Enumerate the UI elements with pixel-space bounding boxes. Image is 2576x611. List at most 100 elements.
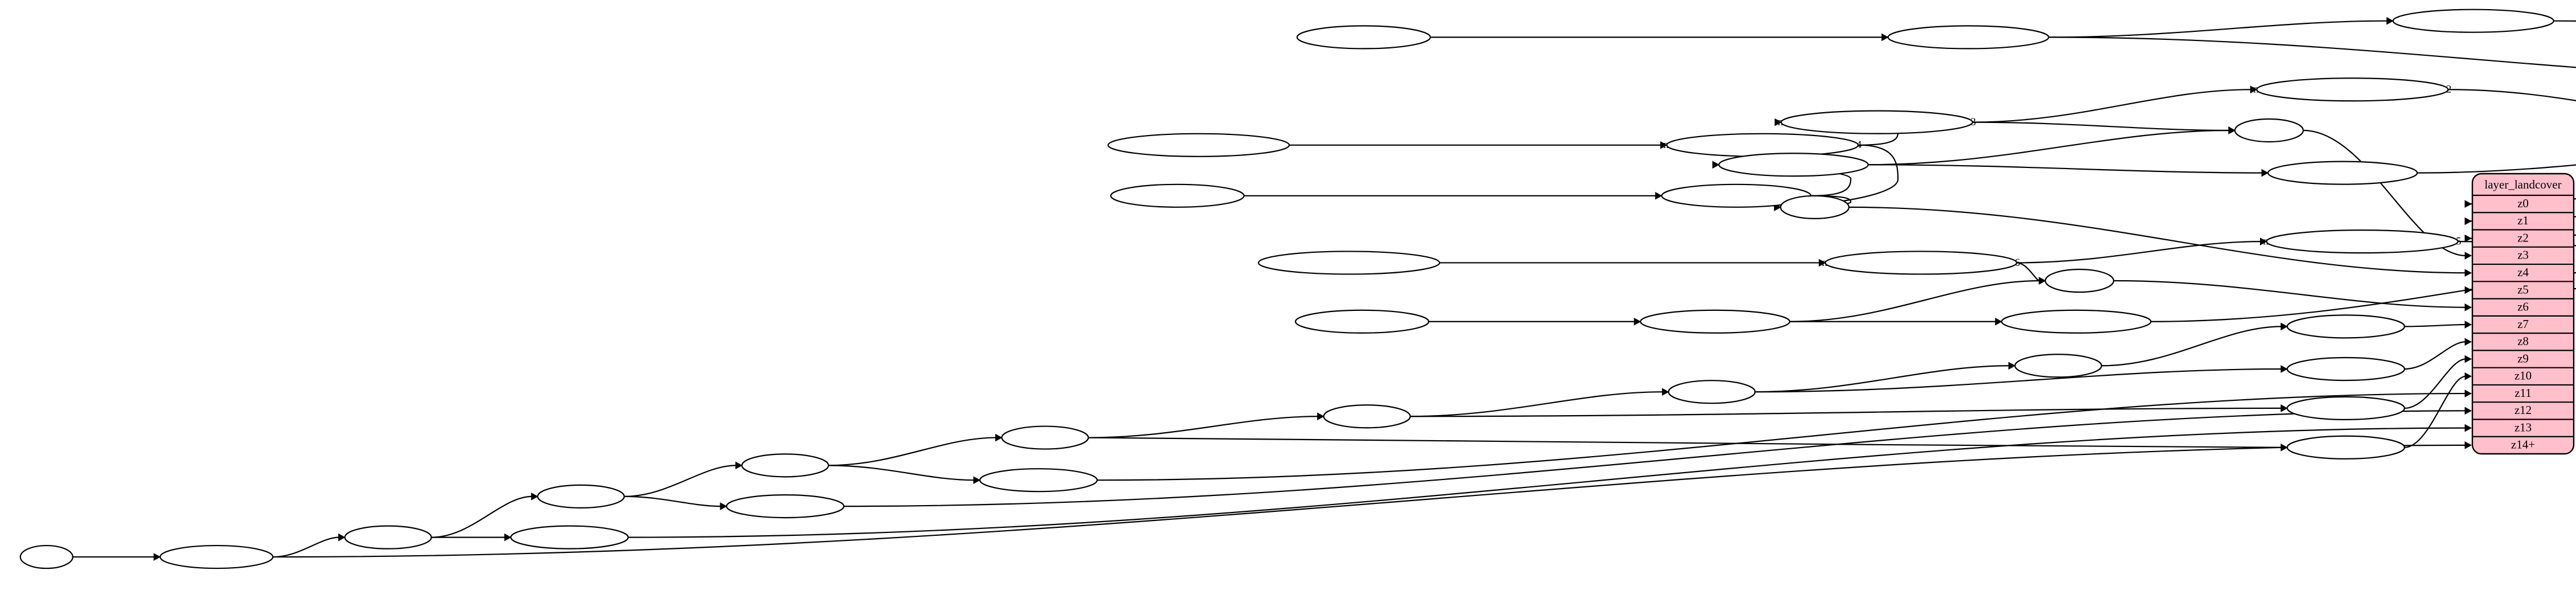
graph-node-osm_landcover_gen_z7[interactable] (2286, 314, 2405, 339)
graph-node-ne_110m_glaciated_areas_gen_z1[interactable] (1887, 25, 2049, 50)
arrow-head (2261, 169, 2269, 177)
graph-node-simplify_vw_z13[interactable] (344, 525, 432, 550)
arrow-head (531, 493, 539, 501)
graph-node-ne_10m_glaciated_areas[interactable] (1295, 309, 1430, 334)
edge-landcover_z6--to--layer_landcover:z6 (2114, 280, 2466, 308)
graph-node-simplify_vw_z10[interactable] (1001, 425, 1089, 450)
node-ellipse (1110, 183, 1245, 208)
edge-simplify_vw_z13--to--simplify_vw_z12 (431, 495, 532, 538)
graph-node-osm_landcover_gen_z12[interactable] (725, 494, 845, 519)
node-ellipse (1666, 133, 1859, 157)
graph-node-ne_50m_antarctic_ice_shelves_polys_gen_z4[interactable] (1666, 133, 1859, 157)
node-ellipse (1001, 425, 1089, 450)
arrow-head (735, 461, 743, 470)
edge-ne_50m_antarctic_ice_shelves_polys_gen_z3--to--landcover_z3 (1972, 121, 2229, 132)
arrow-head (2386, 17, 2394, 25)
graph-node-ne_10m_antarctic_ice_shelves_polys_gen_z5[interactable] (2266, 229, 2459, 254)
graph-node-ne_50m_antarctic_ice_shelves_polys_gen_z2[interactable] (2256, 77, 2449, 102)
graph-node-osm_landcover_gen_z9[interactable] (2286, 396, 2405, 420)
graph-node-ne_110m_glaciated_areas[interactable] (1296, 25, 1431, 50)
arrow-head (2280, 365, 2288, 373)
record-row-z11[interactable]: z11 (2515, 386, 2532, 400)
edge-osm_landcover_polygon--to--layer_landcover:z14+ (273, 444, 2466, 558)
graph-node-simplify_vw_z11[interactable] (741, 453, 830, 478)
record-row-z1[interactable]: z1 (2517, 214, 2529, 227)
edge-osm_landcover_gen_z7--to--layer_landcover:z7 (2404, 323, 2466, 327)
record-row-z3[interactable]: z3 (2517, 248, 2529, 262)
node-ellipse (1781, 110, 1974, 134)
node-ellipse (1258, 251, 1441, 275)
arrow-head (2008, 362, 2016, 370)
edge-simplify_vw_z11--to--simplify_vw_z10 (828, 437, 996, 466)
record-row-z7[interactable]: z7 (2517, 317, 2529, 331)
edge-simplify_vw_z9--to--simplify_vw_z8 (1410, 391, 1663, 417)
graph-node-imposm3[interactable] (19, 544, 73, 569)
record-row-z0[interactable]: z0 (2517, 196, 2529, 210)
record-title: layer_landcover (2484, 178, 2561, 191)
record-row-z12[interactable]: z12 (2515, 403, 2532, 417)
graph-node-ne_50m_glaciated_areas[interactable] (1110, 183, 1245, 208)
graph-node-ne_10m_antarctic_ice_shelves_polys[interactable] (1258, 251, 1441, 275)
graph-node-landcover_z6[interactable] (2044, 268, 2115, 293)
record-row-z8[interactable]: z8 (2517, 334, 2529, 348)
arrow-head (1655, 191, 1663, 200)
graph-node-simplify_vw_z12[interactable] (537, 484, 625, 509)
arrow-head (1774, 118, 1782, 126)
graph-node-ne_50m_antarctic_ice_shelves_polys_gen_z3[interactable] (1781, 110, 1974, 134)
record-row-z2[interactable]: z2 (2517, 231, 2529, 244)
record-node-layer-landcover[interactable]: layer_landcover z0 z1 z2 z3 z4 z5 z6 z7 z8 z9 z10 z1… (2471, 173, 2575, 455)
arrow-head (2464, 424, 2472, 432)
node-ellipse (1779, 195, 1850, 219)
graph-node-osm_landcover_polygon[interactable] (159, 544, 274, 569)
edge-ne_50m_glaciated_areas_gen_z2--to--landcover_z2 (2417, 164, 2576, 174)
graph-node-landcover_z3[interactable] (2234, 118, 2304, 143)
arrow-head (1995, 317, 2003, 326)
arrow-head (1819, 259, 1826, 267)
node-ellipse (1887, 25, 2049, 50)
edge-simplify_vw_z10--to--simplify_vw_z9 (1088, 416, 1318, 438)
graph-node-ne_50m_glaciated_areas_gen_z2[interactable] (2267, 161, 2418, 185)
edge-osm_landcover_gen_z12--to--layer_landcover:z12 (843, 410, 2466, 507)
edge-simplify_vw_z7--to--osm_landcover_gen_z7 (2101, 326, 2282, 367)
graph-node-osm_landcover_gen_z8[interactable] (2286, 356, 2405, 382)
arrow-head (2464, 200, 2472, 208)
graph-node-simplify_vw_z7[interactable] (2014, 354, 2102, 378)
graph-node-ne_10m_glaciated_areas_gen_z6[interactable] (1639, 309, 1791, 334)
record-row-z10[interactable]: z10 (2515, 369, 2532, 383)
graph-node-simplify_vw_z9[interactable] (1323, 404, 1411, 429)
record-row-z5[interactable]: z5 (2517, 282, 2529, 296)
graph-node-osm_landcover_gen_z11[interactable] (979, 468, 1098, 493)
graph-node-osm_landcover_gen_z10[interactable] (2286, 435, 2405, 460)
record-row-z4[interactable]: z4 (2517, 265, 2529, 279)
graph-node-ne_10m_antarctic_ice_shelves_polys_gen_z6[interactable] (1824, 251, 2017, 275)
graph-node-ne_50m_antarctic_ice_shelves_polys[interactable] (1107, 133, 1290, 157)
graph-node-ne_50m_glaciated_areas_gen_z3[interactable] (1718, 153, 1869, 177)
edge-ne_50m_antarctic_ice_shelves_polys_gen_z2--to--landcover_z2 (2448, 89, 2576, 101)
node-ellipse (1295, 309, 1430, 334)
record-row-z6[interactable]: z6 (2517, 300, 2529, 314)
node-ellipse (2256, 77, 2449, 102)
record-row-z13[interactable]: z13 (2515, 420, 2532, 434)
arrow-head (995, 433, 1003, 442)
graph-node-ne_10m_glaciated_areas_gen_z5[interactable] (2001, 309, 2152, 334)
graph-node-osm_landcover_gen_z13[interactable] (510, 525, 629, 550)
node-ellipse (2286, 435, 2405, 460)
record-row-z14+[interactable]: z14+ (2511, 438, 2535, 452)
arrow-head (2464, 355, 2472, 363)
edge-osm_landcover_polygon--to--simplify_vw_z13 (273, 536, 339, 558)
arrow-head (2280, 404, 2288, 412)
edge-osm_landcover_gen_z11--to--layer_landcover:z11 (1097, 392, 2466, 481)
arrow-head (1317, 412, 1324, 421)
arrow-head (1712, 161, 1720, 169)
arrow-head (2464, 441, 2472, 449)
node-ellipse (2286, 396, 2405, 420)
edge-simplify_vw_z8--to--simplify_vw_z7 (1755, 365, 2009, 393)
graph-node-landcover_z4[interactable] (1779, 195, 1850, 219)
graph-node-simplify_vw_z8[interactable] (1668, 380, 1756, 404)
node-ellipse (344, 525, 432, 550)
record-row-z9[interactable]: z9 (2517, 351, 2529, 365)
graph-node-ne_110m_glaciated_areas_gen_z0[interactable] (2392, 9, 2554, 33)
record-node-layer: layer_landcover z0 z1 z2 z3 z4 z5 z6 z7 z8 z9 z10 z1… (2471, 173, 2575, 455)
arrow-head (2464, 321, 2472, 329)
arrow-head (2464, 286, 2472, 294)
